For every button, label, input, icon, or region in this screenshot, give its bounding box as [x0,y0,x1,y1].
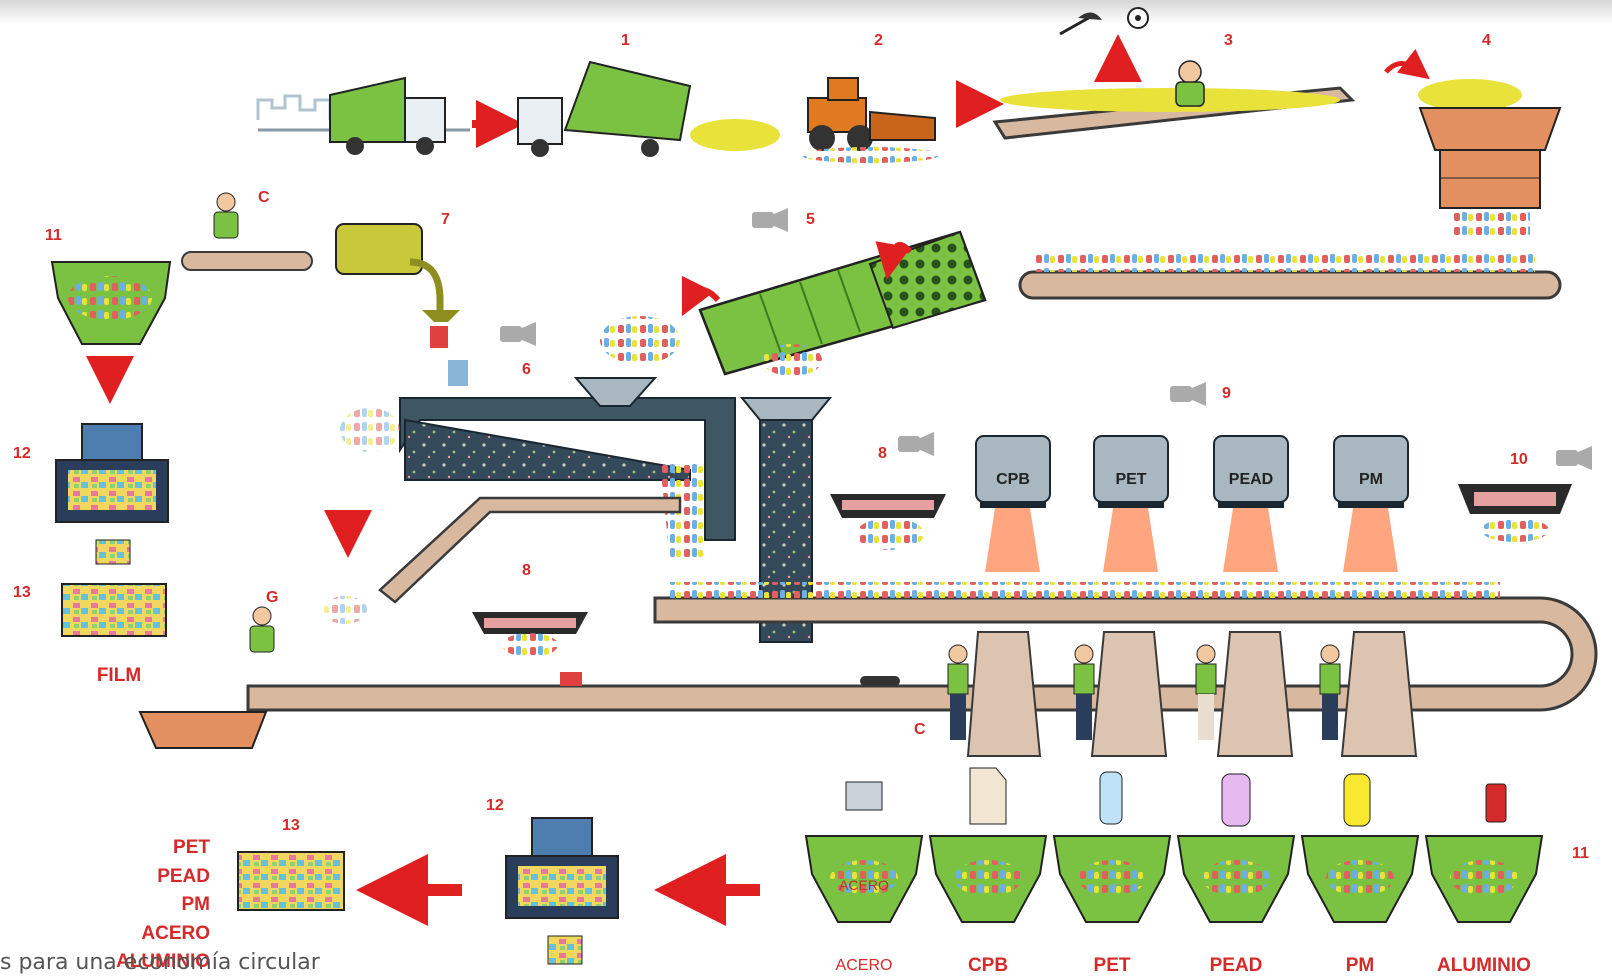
inclined-belt [380,498,680,602]
step-label-5: 5 [806,212,815,228]
sorting-conveyor-belt [995,61,1352,138]
step-label-13b: 13 [282,818,300,834]
label-g: G [266,590,278,606]
step-label-8b: 8 [878,446,887,462]
optical-sorter-pm: PM [1334,436,1408,572]
output-item: PM [110,891,210,920]
step-label-8a: 8 [522,563,531,579]
step-label-12a: 12 [13,446,31,462]
tipping-truck-icon [518,62,780,157]
shredder-hopper-icon [1418,79,1560,240]
step-label-4: 4 [1482,33,1491,49]
camera-icon [1170,382,1206,406]
output-bales [238,852,344,910]
label-c-bottom: C [914,722,926,738]
magnet-separator-2 [830,494,946,550]
machine-label: CPB [996,471,1030,488]
baling-press [56,424,168,522]
rotation-arrow-icon [690,290,718,300]
machine-label: PEAD [1229,471,1273,488]
output-item: PEAD [110,863,210,892]
camera-icon [898,432,934,456]
step-label-9: 9 [1222,386,1231,402]
step-label-10: 10 [1510,452,1528,468]
camera-icon [500,322,536,346]
optical-sorter-pead: PEAD [1214,436,1288,572]
optical-sorter-pet: PET [1094,436,1168,572]
camera-icon [1556,446,1592,470]
film-label: FILM [64,665,174,687]
bulldozer-icon [800,78,940,163]
step-label-2: 2 [874,33,883,49]
optical-sorter-cpb: CPB [976,436,1050,572]
step-label-11a: 11 [45,228,62,244]
step-label-13a: 13 [13,585,31,601]
step-label-1: 1 [621,33,630,49]
garbage-truck-icon [330,78,445,155]
curved-arrow-icon [1386,63,1418,72]
bin-inner-label: ACERO [809,877,919,893]
step-label-3: 3 [1224,33,1233,49]
step-label-7: 7 [441,212,450,228]
bottom-baling-press [506,818,618,964]
product-icons [846,768,1506,826]
film-hopper-bin [52,262,170,344]
machine-label: PM [1359,471,1383,488]
machine-label: PET [1115,471,1146,488]
umbrella-ball-icon [1060,8,1148,34]
step-label-6: 6 [522,362,531,378]
film-suction-pipe [336,224,468,386]
output-item: PET [110,834,210,863]
eddy-current-separator [1458,484,1572,542]
film-sorting-belt [182,193,312,270]
magnet-separator-1 [472,612,588,657]
small-bale [96,540,130,564]
bin-label-acero: ACERO [809,957,919,975]
conveyor-belt-right [1020,254,1560,298]
film-bale [62,584,166,636]
output-item: ACERO [110,920,210,949]
trommel-screen-drum [700,232,985,374]
step-label-11b: 11 [1572,846,1589,862]
step-label-12b: 12 [486,798,504,814]
camera-icon [752,208,788,232]
label-c-top: C [258,190,270,206]
slide-caption: s para una economía circular [0,950,320,975]
